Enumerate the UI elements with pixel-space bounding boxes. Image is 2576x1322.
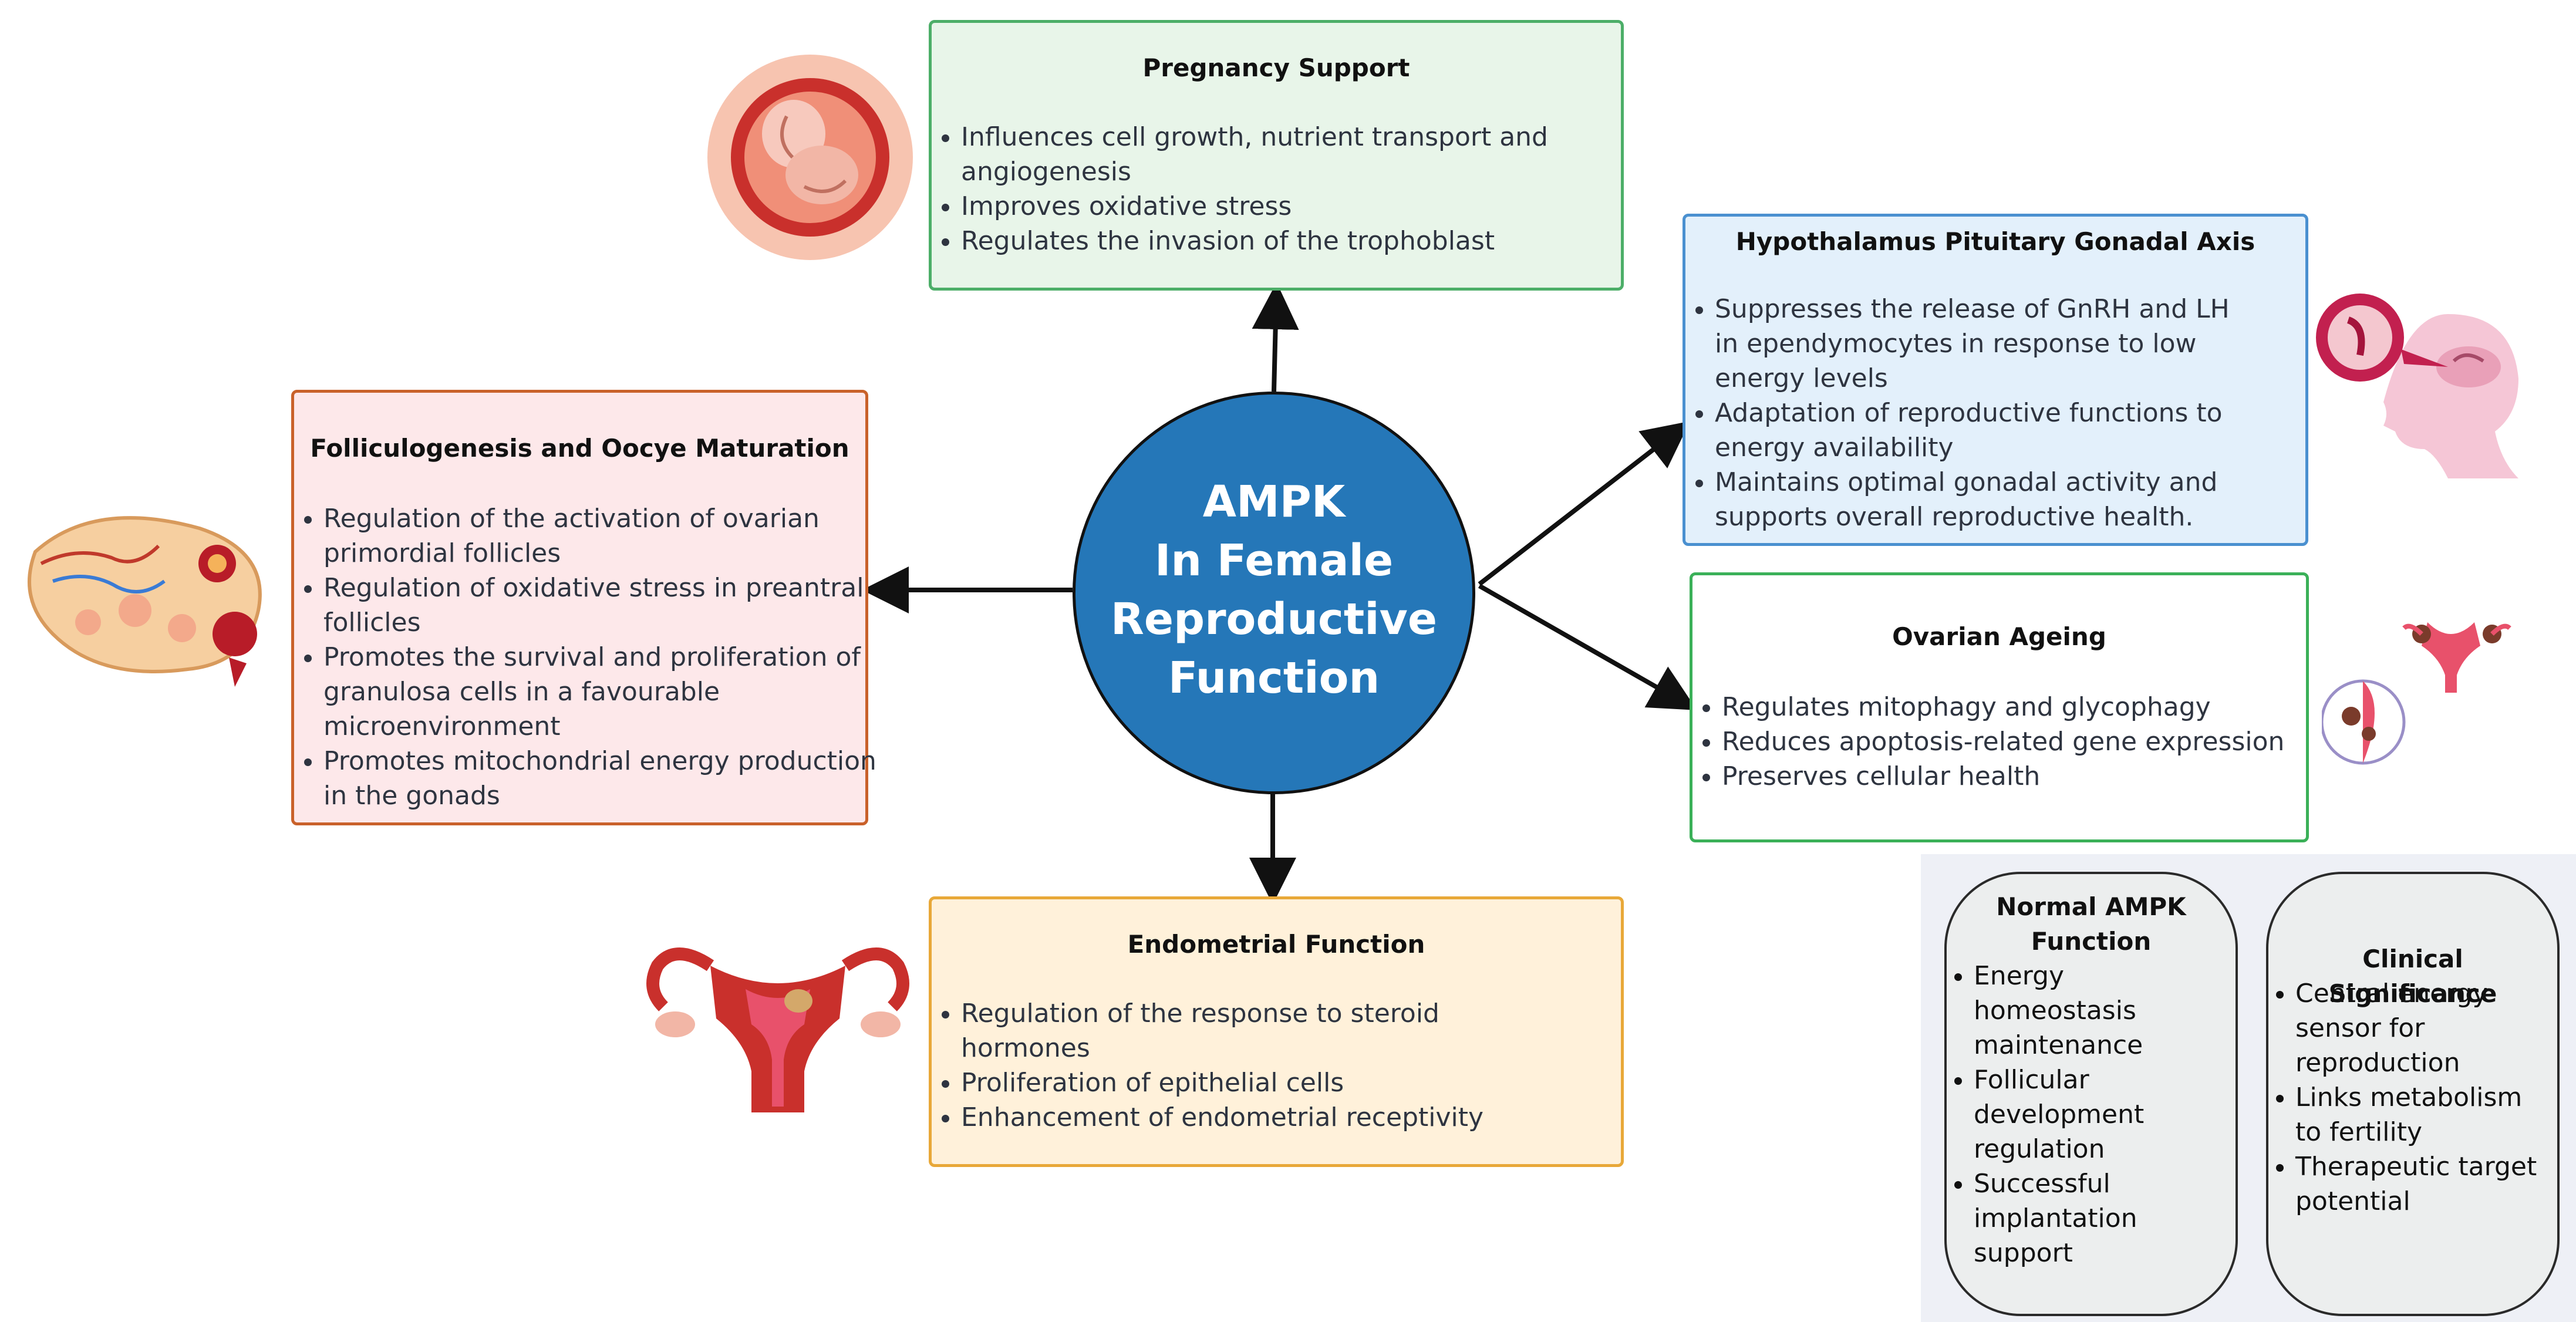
endometrial-function-box: Endometrial Function Regulation of the r… [929,896,1624,1167]
list-item: Therapeutic target potential [2295,1149,2545,1219]
center-title-line: Function [1168,653,1380,703]
list-item: Promotes mitochondrial energy production… [323,744,881,813]
list-item: Influences cell growth, nutrient transpo… [961,120,1548,189]
hpg-axis-list: Suppresses the release of GnRH and LH in… [1685,292,2261,534]
list-item: Adaptation of reproductive functions to … [1715,396,2261,465]
folliculogenesis-list: Regulation of the activation of ovarian … [294,501,881,813]
list-item: Maintains optimal gonadal activity and s… [1715,465,2261,534]
normal-ampk-function-card: Normal AMPK Function Energy homeostasis … [1944,872,2238,1316]
clinical-significance-list: Central energy sensor for reproduction L… [2268,976,2545,1219]
clinical-significance-title: Clinical Significance [2328,945,2497,1008]
pregnancy-support-box: Pregnancy Support Influences cell growth… [929,20,1624,291]
normal-ampk-title-line: Function [2031,927,2152,956]
list-item: Improves oxidative stress [961,189,1548,224]
hpg-axis-title: Hypothalamus Pituitary Gonadal Axis [1735,227,2255,256]
ovarian-ageing-list: Regulates mitophagy and glycophagy Reduc… [1692,690,2309,794]
brain-head-icon [2316,294,2518,478]
list-item: Successful implantation support [1974,1166,2224,1270]
arrow-to-ovarian-ageing [1478,584,1697,710]
list-item: Regulation of oxidative stress in preant… [323,571,881,640]
list-item: Links metabolism to fertility [2295,1080,2545,1149]
center-title-line: In Female [1154,535,1394,586]
normal-ampk-title-line: Normal AMPK [1996,892,2186,921]
list-item: Preserves cellular health [1722,759,2309,794]
normal-ampk-list: Energy homeostasis maintenance Follicula… [1947,959,2224,1270]
list-item: Energy homeostasis maintenance [1974,959,2224,1063]
endometrial-function-title: Endometrial Function [1127,930,1425,959]
list-item: Central energy sensor for reproduction [2295,976,2545,1080]
pregnancy-support-list: Influences cell growth, nutrient transpo… [932,120,1548,258]
ovarian-ageing-title: Ovarian Ageing [1892,622,2106,651]
list-item: Reduces apoptosis-related gene expressio… [1722,724,2309,759]
uterus-icon [646,947,909,1112]
list-item: Follicular development regulation [1974,1063,2224,1166]
hpg-axis-box: Hypothalamus Pituitary Gonadal Axis Supp… [1683,214,2308,546]
list-item: Enhancement of endometrial receptivity [961,1100,1548,1135]
list-item: Suppresses the release of GnRH and LH in… [1715,292,2261,396]
center-title-line: AMPK [1202,477,1346,527]
clinical-significance-card: Clinical Significance Central energy sen… [2266,872,2560,1316]
list-item: Regulation of the response to steroid ho… [961,996,1548,1065]
folliculogenesis-box: Folliculogenesis and Oocye Maturation Re… [291,390,876,825]
summary-panel: Normal AMPK Function Energy homeostasis … [1921,854,2576,1322]
arrow-to-pregnancy [1252,282,1299,392]
list-item: Regulates mitophagy and glycophagy [1722,690,2309,724]
endometrial-function-list: Regulation of the response to steroid ho… [932,996,1548,1135]
center-title-line: Reproductive [1110,594,1438,645]
list-item: Regulates the invasion of the trophoblas… [961,224,1548,258]
list-item: Promotes the survival and proliferation … [323,640,881,744]
folliculogenesis-title: Folliculogenesis and Oocye Maturation [310,434,849,463]
uterus-ovaries-icon [2322,622,2511,765]
ovarian-ageing-box: Ovarian Ageing Regulates mitophagy and g… [1690,572,2309,842]
ovary-cross-section-icon [28,516,262,687]
arrow-to-hpg [1478,421,1690,586]
list-item: Regulation of the activation of ovarian … [323,501,881,571]
list-item: Proliferation of epithelial cells [961,1065,1548,1100]
fetus-in-womb-icon [707,55,913,260]
pregnancy-support-title: Pregnancy Support [1142,53,1410,82]
ampk-center-circle: AMPK In Female Reproductive Function [1073,392,1475,794]
